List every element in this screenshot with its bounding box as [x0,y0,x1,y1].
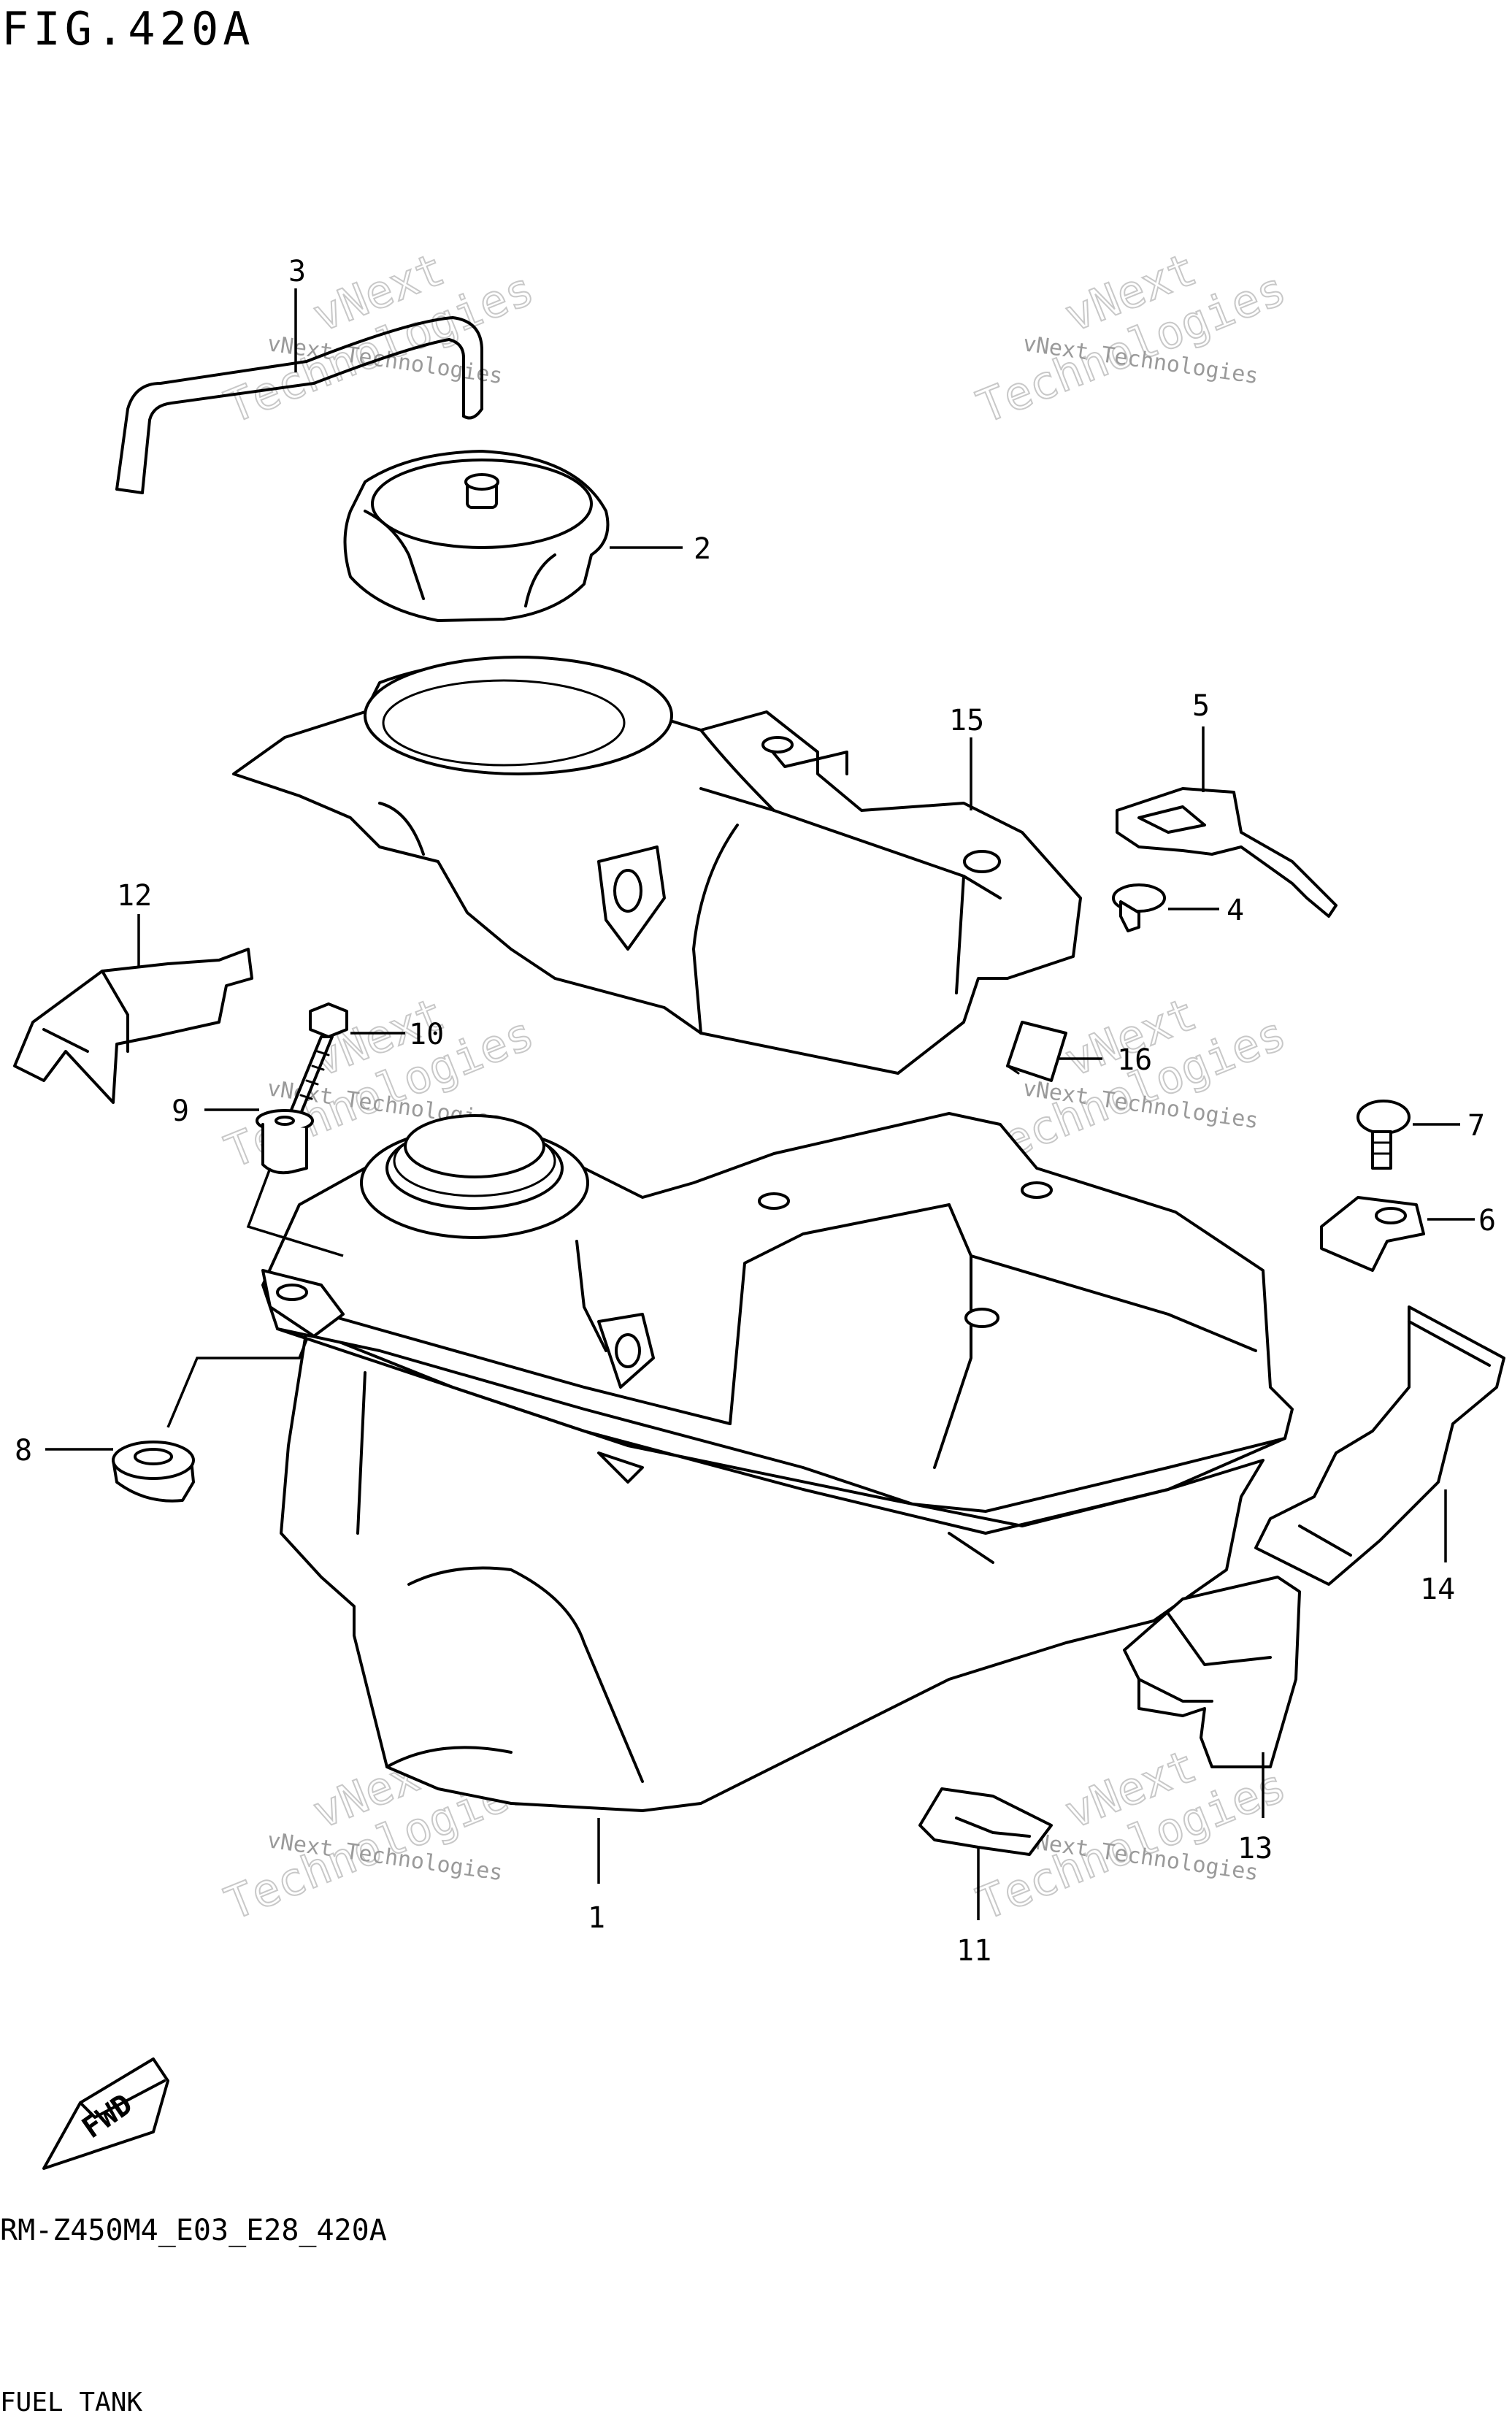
part-clip-5 [1116,726,1338,918]
callout-6: 6 [1478,1204,1496,1238]
part-guard-13 [1123,1576,1301,1818]
part-collar-9 [204,1108,314,1175]
watermark-1: Technologies vNext vNext Technologies [217,241,542,434]
part-plate-6 [1320,1196,1475,1272]
part-clamp-11 [918,1787,1053,1920]
fwd-arrow-icon: FWD [42,2057,169,2170]
callout-2: 2 [694,532,711,566]
part-fuel-cap [343,450,610,622]
callout-14: 14 [1420,1573,1455,1606]
part-bolt-7 [1356,1100,1460,1170]
callout-1: 1 [588,1901,605,1935]
callout-10: 10 [409,1018,444,1051]
callout-4: 4 [1227,894,1244,927]
watermark-2: Technologies vNext vNext Technologies [969,241,1294,434]
part-breather-hose [115,316,483,494]
figure-title: FIG.420A [1,2,255,55]
part-bracket-12 [13,914,253,1104]
callout-15: 15 [949,704,984,737]
part-tank-cover [232,656,1082,1075]
part-cushion-16 [1006,1021,1102,1082]
callout-labels: 1 2 3 4 5 6 7 8 9 10 11 12 13 14 15 16 [15,255,1496,1968]
callout-11: 11 [956,1934,991,1968]
part-heat-guard-14 [1254,1305,1505,1586]
callout-12: 12 [117,879,152,913]
part-grommet-8 [45,1167,344,1503]
part-screw-4 [1112,883,1219,932]
callout-16: 16 [1117,1043,1152,1077]
callout-3: 3 [288,255,306,288]
callout-5: 5 [1192,689,1210,723]
callout-7: 7 [1467,1109,1485,1143]
part-bolt-10 [287,1002,405,1119]
part-fuel-tank [261,1112,1294,1884]
callout-8: 8 [15,1434,32,1468]
callout-9: 9 [172,1094,189,1128]
model-code: RM-Z450M4_E03_E28_420A [0,2214,387,2247]
section-name: FUEL TANK [0,2387,143,2417]
callout-13: 13 [1237,1832,1273,1865]
